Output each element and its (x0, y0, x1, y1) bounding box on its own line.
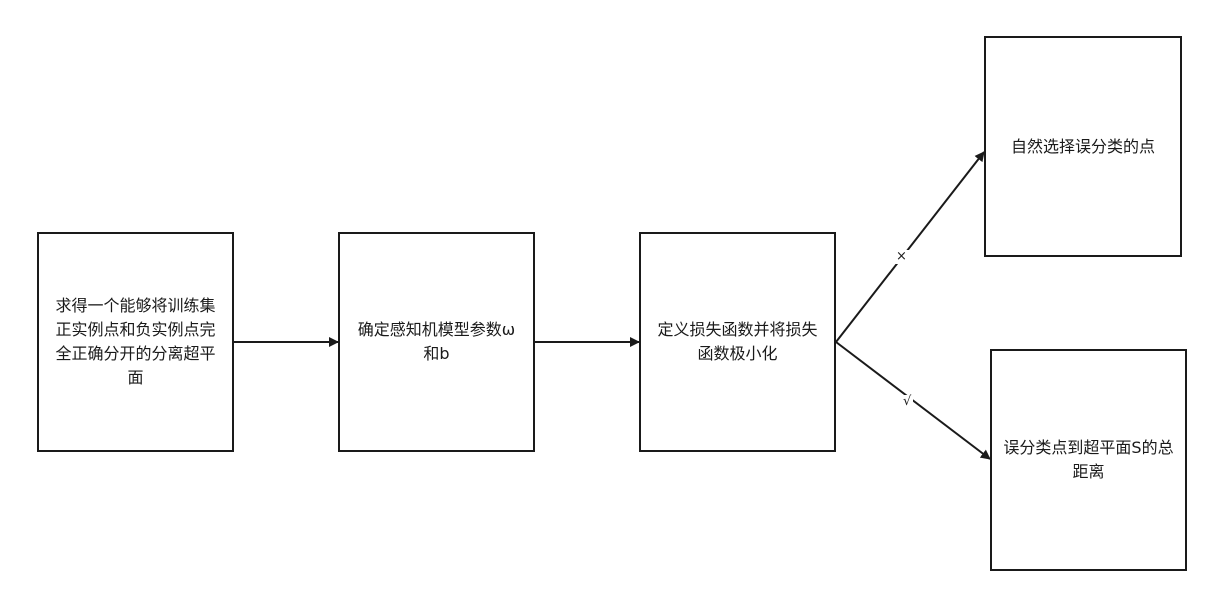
node-step1-hyperplane: 求得一个能够将训练集正实例点和负实例点完全正确分开的分离超平面 (37, 232, 234, 452)
node-step3-loss-function: 定义损失函数并将损失函数极小化 (639, 232, 836, 452)
node-step3-text: 定义损失函数并将损失函数极小化 (657, 320, 818, 363)
node-branch-misclassified-text: 自然选择误分类的点 (1010, 136, 1155, 156)
node-step2-text: 确定感知机模型参数ω和b (357, 320, 516, 363)
node-branch-distance: 误分类点到超平面S的总距离 (990, 349, 1187, 571)
node-step1-text: 求得一个能够将训练集正实例点和负实例点完全正确分开的分离超平面 (55, 296, 216, 387)
edge-label-check: √ (901, 394, 914, 409)
node-step2-parameters: 确定感知机模型参数ω和b (338, 232, 535, 452)
edge-label-cross: × (894, 249, 909, 264)
node-branch-misclassified: 自然选择误分类的点 (984, 36, 1182, 257)
node-branch-distance-text: 误分类点到超平面S的总距离 (1003, 438, 1174, 481)
arrow-step3-to-misclassified (835, 151, 985, 343)
